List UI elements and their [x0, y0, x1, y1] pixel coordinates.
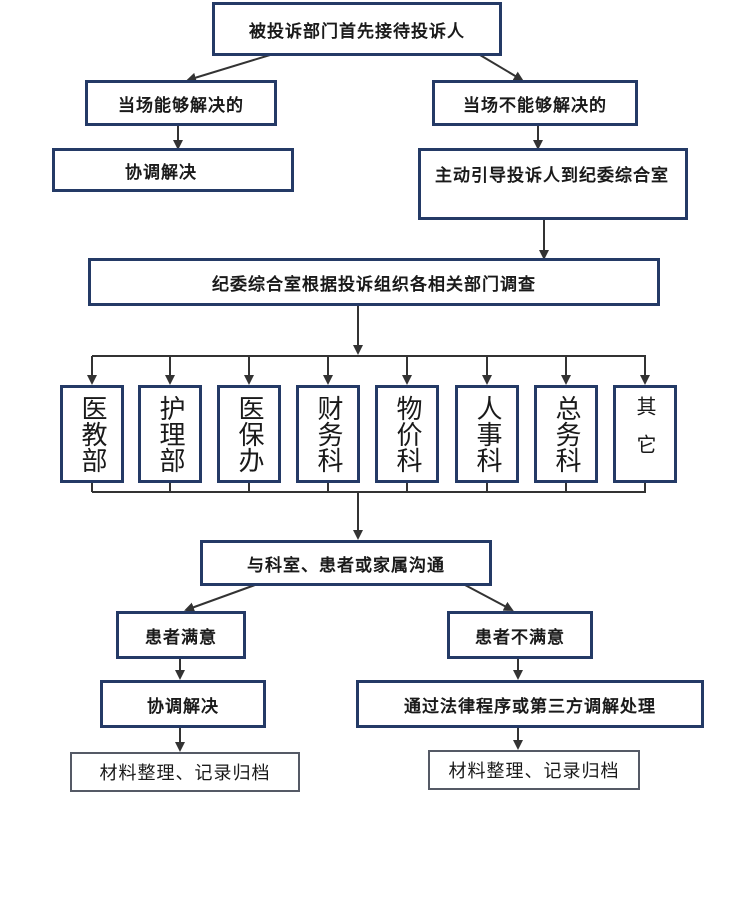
dept-box: 医教部	[60, 385, 124, 483]
node-guide: 主动引导投诉人到纪委综合室	[418, 148, 688, 220]
dept-box: 其它	[613, 385, 677, 483]
node-cannot-solve: 当场不能够解决的	[432, 80, 638, 126]
dept-box: 医保办	[217, 385, 281, 483]
dept-box: 总务科	[534, 385, 598, 483]
dept-box: 财务科	[296, 385, 360, 483]
node-coordinate-2: 协调解决	[100, 680, 266, 728]
node-communicate: 与科室、患者或家属沟通	[200, 540, 492, 586]
node-archive-right: 材料整理、记录归档	[428, 750, 640, 790]
dept-box: 人事科	[455, 385, 519, 483]
node-legal: 通过法律程序或第三方调解处理	[356, 680, 704, 728]
node-can-solve: 当场能够解决的	[85, 80, 277, 126]
node-investigate: 纪委综合室根据投诉组织各相关部门调查	[88, 258, 660, 306]
node-archive-left: 材料整理、记录归档	[70, 752, 300, 792]
dept-box: 物价科	[375, 385, 439, 483]
node-satisfied: 患者满意	[116, 611, 246, 659]
node-unsatisfied: 患者不满意	[447, 611, 593, 659]
node-coordinate-1: 协调解决	[52, 148, 294, 192]
node-top: 被投诉部门首先接待投诉人	[212, 2, 502, 56]
dept-box: 护理部	[138, 385, 202, 483]
